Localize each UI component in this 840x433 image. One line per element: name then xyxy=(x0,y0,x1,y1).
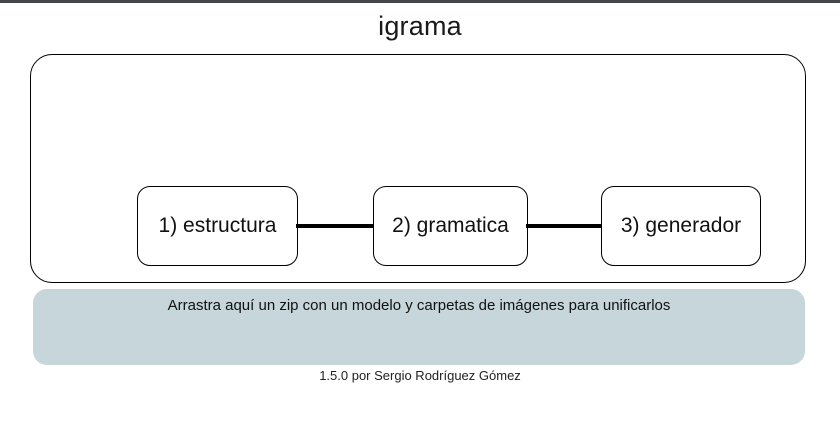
window-title-bar-edge xyxy=(0,0,840,3)
dropzone-instruction: Arrastra aquí un zip con un modelo y car… xyxy=(167,297,671,314)
flow-node-gramatica[interactable]: 2) gramatica xyxy=(373,186,528,266)
flow-node-label: 1) estructura xyxy=(158,214,277,237)
page-title: igrama xyxy=(378,11,462,41)
flow-connector-1-2 xyxy=(296,224,375,228)
flow-connector-2-3 xyxy=(526,224,603,228)
flow-node-estructura[interactable]: 1) estructura xyxy=(137,186,298,266)
flow-node-label: 3) generador xyxy=(620,214,742,237)
flow-node-label: 2) gramatica xyxy=(392,214,509,237)
flow-node-generador[interactable]: 3) generador xyxy=(601,186,761,266)
footer-credit: 1.5.0 por Sergio Rodríguez Gómez xyxy=(319,368,521,383)
file-dropzone[interactable]: Arrastra aquí un zip con un modelo y car… xyxy=(33,289,805,365)
flow-diagram-panel: 1) estructura 2) gramatica 3) generador xyxy=(30,54,806,283)
